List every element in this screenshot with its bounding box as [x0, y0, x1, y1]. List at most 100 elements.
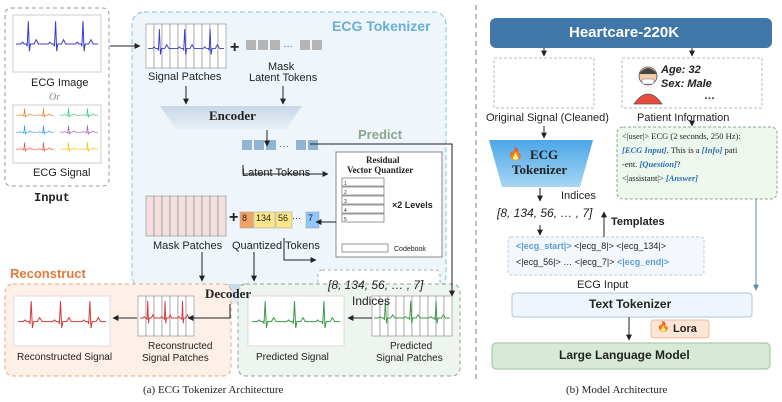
ecg-tokenizer-b-line2: Tokenizer: [512, 162, 568, 177]
template-assistant: <|assistant|>: [622, 173, 666, 183]
template-pati: pati: [722, 145, 738, 155]
ecg-signal-thumb: [12, 104, 102, 164]
patient-age: Age: 32: [661, 64, 701, 76]
indices-value-a: [8, 134, 56, … , 7]: [328, 278, 424, 292]
mask-patch-cell: [145, 195, 155, 237]
ecg-tokenizer-block-b: [489, 140, 593, 187]
signal-patch-cell: [193, 23, 203, 69]
template-this-is: . This is a: [666, 145, 702, 155]
rvq-levels: ×2 Levels: [392, 200, 433, 210]
reconstructed-patches-label-2: Signal Patches: [142, 353, 209, 364]
template-ent: -ent.: [622, 159, 640, 169]
codebook-row: [341, 213, 385, 223]
latent-token: [296, 140, 306, 150]
signal-patch-cell: [145, 23, 155, 69]
ecg-signal-label: ECG Signal: [33, 167, 91, 179]
mask-token: [312, 40, 322, 50]
quantized-tokens-label: Quantized Tokens: [232, 240, 320, 252]
reconstruct-title: Reconstruct: [10, 266, 86, 281]
dataset-title: Heartcare-220K: [569, 24, 680, 41]
pred-patch-cell: [395, 295, 405, 337]
signal-patch-trace: [148, 28, 224, 55]
mask-latent-tokens-row: ···: [246, 40, 322, 52]
signal-patch-cell: [201, 23, 211, 69]
codebook-index: 4: [344, 208, 347, 214]
mask-patches-grid: +: [145, 195, 238, 237]
ecg-start-token: <|ecg_start|>: [516, 241, 572, 251]
patient-more: …: [704, 90, 715, 102]
codebook-row: [341, 177, 385, 187]
templates-label: Templates: [611, 216, 665, 228]
mask-patch-cell: [169, 195, 179, 237]
latent-tokens-label-top: Latent Tokens: [249, 72, 318, 84]
templates-box: [616, 126, 778, 200]
or-label: Or: [49, 92, 61, 103]
mask-patch-cell: [153, 195, 163, 237]
codebook-bar: [341, 243, 389, 253]
signal-patches-label: Signal Patches: [148, 71, 222, 83]
template-question: [Question]: [639, 159, 677, 169]
encoder-label: Encoder: [209, 108, 256, 123]
mask-patch-cell: [185, 195, 195, 237]
original-signal-label: Original Signal (Cleaned): [486, 112, 609, 124]
quantized-token: [253, 211, 276, 229]
codebook-index: 2: [344, 190, 347, 196]
mask-patch-cell: [193, 195, 203, 237]
ecg-lead-trace: [16, 142, 54, 152]
indices-label-a: Indices: [352, 294, 391, 308]
decoder-label: Decoder: [205, 286, 252, 301]
ecg-tokenizer-title: ECG Tokenizer: [332, 18, 431, 34]
mask-token: [258, 40, 268, 50]
mask-patches-label: Mask Patches: [153, 240, 223, 252]
pred-patch-cell: [419, 295, 429, 337]
mask-label: Mask: [268, 61, 295, 73]
latent-tokens-label: Latent Tokens: [242, 167, 311, 179]
codebook-row: [341, 186, 385, 196]
ecg-8-token: <|ecg_8|>: [571, 241, 617, 251]
predicted-signal-trace: [252, 301, 340, 329]
pred-patch-trace: [374, 300, 450, 324]
ecg-image-label: ECG Image: [31, 77, 89, 89]
quantized-token-label: 56: [278, 213, 289, 223]
latent-token: [266, 140, 276, 150]
ecg-input-line-1: <|ecg_start|> <|ecg_8|> <|ecg_134|>: [516, 241, 667, 252]
predicted-signal-thumb: [247, 295, 345, 347]
mask-patch-cell: [217, 195, 227, 237]
caption-b: (b) Model Architecture: [566, 384, 668, 396]
mask-patch-cell: [209, 195, 219, 237]
codebook-index: 5: [344, 217, 347, 223]
ecg-lead-trace: [16, 125, 54, 135]
signal-patch-cell: [153, 23, 163, 69]
predict-label: Predict: [358, 127, 403, 142]
quantized-token-label: 8: [242, 213, 248, 223]
ecg-56-token: <|ecg_56|> … <|ecg_7|>: [516, 257, 617, 267]
ecg-134-token: <|ecg_134|>: [616, 241, 667, 251]
quantized-token: [275, 211, 293, 229]
ecg-input-label: ECG Input: [577, 279, 629, 291]
predicted-patches-label-1: Predicted: [390, 341, 433, 352]
plus-sign: +: [230, 39, 239, 56]
quantized-token: [239, 211, 254, 229]
mask-token: [300, 40, 310, 50]
mask-token-ellipsis: ···: [283, 41, 293, 52]
recon-patch-cell: [153, 295, 163, 337]
reconstructed-signal-thumb: [13, 295, 111, 347]
signal-patch-cell: [217, 23, 227, 69]
ecg-input-line-2: <|ecg_56|> … <|ecg_7|> <|ecg_end|>: [516, 257, 669, 268]
quantized-token-label: 134: [256, 213, 272, 223]
patient-info-label: Patient Information: [637, 112, 730, 124]
ecg-lead-trace: [16, 108, 54, 118]
plus-sign: +: [229, 209, 238, 226]
mask-patch-cell: [177, 195, 187, 237]
quantized-token-label: ···: [292, 213, 301, 223]
ecg-lead-trace: [60, 125, 98, 135]
ecg-end-token: <|ecg_end|>: [616, 257, 669, 267]
mask-token: [270, 40, 280, 50]
template-line-1: <|user|> ECG (2 seconds, 250 Hz):: [622, 131, 741, 141]
recon-patch-cell: [169, 295, 179, 337]
fire-icon-lora: 🔥: [657, 322, 670, 333]
ecg-input-box: [507, 236, 705, 276]
lora-label: Lora: [673, 323, 697, 335]
